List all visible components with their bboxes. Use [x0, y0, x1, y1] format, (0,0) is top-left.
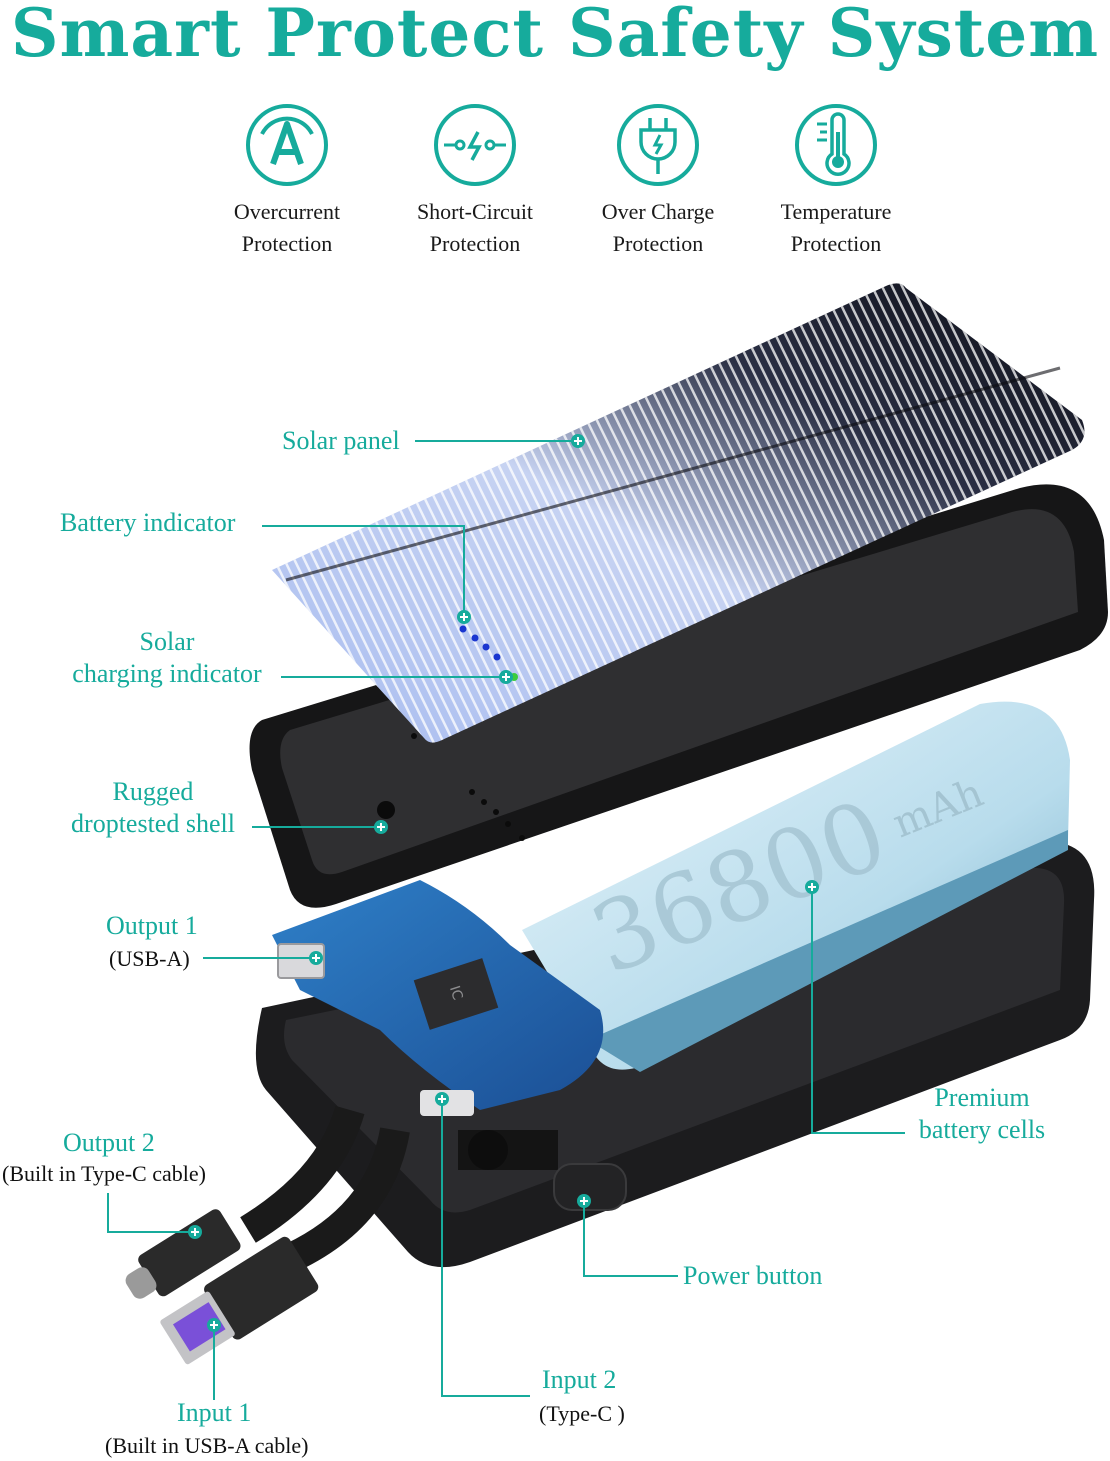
usb-a-plug	[160, 1236, 319, 1365]
label-rugged-shell: Rugged droptested shell	[60, 776, 246, 840]
marker-input2	[435, 1092, 449, 1106]
marker-power-button	[577, 1194, 591, 1208]
short-circuit-icon	[434, 104, 516, 186]
label-line2: droptested shell	[71, 809, 235, 838]
marker-shell	[374, 820, 388, 834]
power-button[interactable]	[553, 1163, 627, 1211]
thermometer-icon	[795, 104, 877, 186]
label-solar-panel: Solar panel	[282, 426, 400, 455]
callout-markers	[188, 434, 819, 1332]
label-line1: Rugged	[112, 777, 194, 806]
type-c-plug	[125, 1209, 241, 1299]
feature-line1: Over Charge	[601, 199, 715, 224]
marker-solar-panel	[571, 434, 585, 448]
rugged-shell	[249, 484, 1109, 908]
feature-line1: Temperature	[780, 199, 892, 224]
label-output1: Output 1	[106, 911, 198, 940]
label-line2: battery cells	[918, 1115, 1046, 1144]
label-output2: Output 2	[63, 1128, 155, 1157]
label-line2: charging indicator	[72, 659, 262, 688]
label-line1: Premium	[934, 1083, 1030, 1112]
label-input1: Input 1	[177, 1398, 252, 1427]
marker-input1	[207, 1318, 221, 1332]
feature-line2: Protection	[429, 231, 521, 256]
marker-output1	[309, 951, 323, 965]
feature-line1: Short-Circuit	[416, 199, 534, 224]
label-input2-sub: (Type-C )	[539, 1401, 625, 1426]
label-input2: Input 2	[542, 1365, 617, 1394]
chip-mark: IC	[446, 984, 466, 1002]
battery-indicator-leds	[459, 625, 501, 661]
marker-battery-cells	[805, 880, 819, 894]
label-line1: Solar	[139, 627, 195, 656]
circuit-board: IC	[272, 880, 604, 1116]
label-power-button: Power button	[683, 1261, 823, 1290]
label-solar-charging-indicator: Solar charging indicator	[62, 626, 272, 690]
label-output2-sub: (Built in Type-C cable)	[2, 1161, 206, 1186]
plug-icon	[617, 104, 699, 186]
marker-output2	[188, 1225, 202, 1239]
feature-line2: Protection	[241, 231, 333, 256]
page-title: Smart Protect Safety System	[10, 0, 1100, 72]
feature-line1: Overcurrent	[233, 199, 341, 224]
label-input1-sub: (Built in USB-A cable)	[105, 1433, 309, 1458]
overcurrent-icon	[246, 104, 328, 186]
builtin-cables	[125, 1105, 410, 1365]
ic-chip	[413, 958, 499, 1030]
feature-line2: Protection	[790, 231, 882, 256]
label-output1-sub: (USB-A)	[109, 946, 190, 971]
label-battery-cells: Premium battery cells	[908, 1082, 1056, 1146]
solar-panel	[272, 283, 1085, 743]
marker-solar-indicator	[499, 670, 513, 684]
label-battery-indicator: Battery indicator	[60, 508, 236, 537]
feature-line2: Protection	[612, 231, 704, 256]
marker-battery-indicator	[457, 610, 471, 624]
